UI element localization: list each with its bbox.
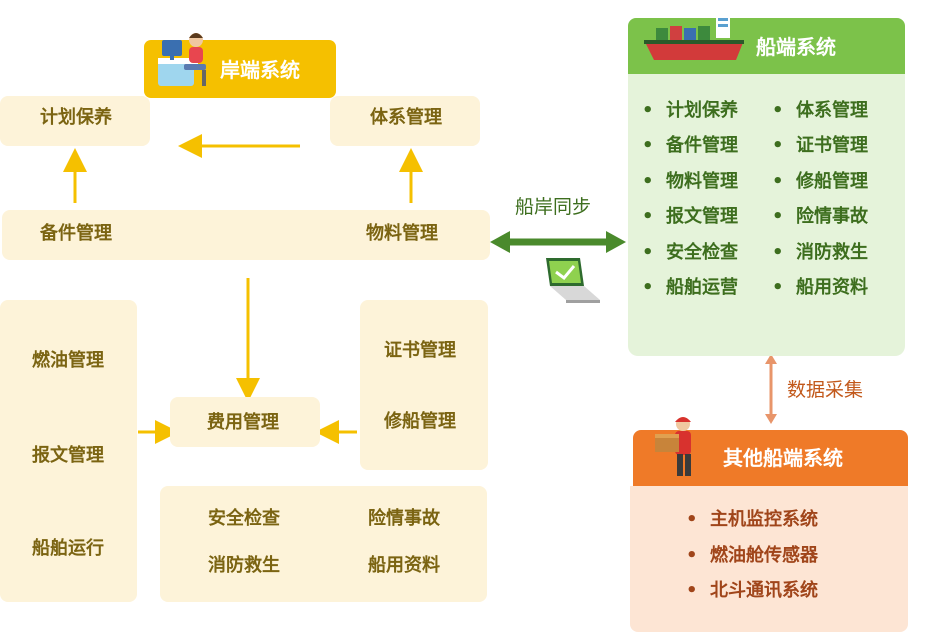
- sync-double-arrow: [490, 231, 626, 253]
- ship-item-right-4: • 险情事故: [772, 206, 869, 227]
- collect-double-arrow: [765, 354, 777, 424]
- ship-item-left-6: • 船舶运营: [642, 277, 739, 298]
- left-flow-box: 燃油管理 报文管理 船舶运行: [0, 300, 137, 602]
- fire-label: 消防救生: [208, 555, 280, 576]
- other-system-panel: • 主机监控系统 • 燃油舱传感器 • 北斗通讯系统: [630, 486, 908, 632]
- ship-system-header: 船端系统: [628, 16, 905, 74]
- spares-label: 备件管理: [40, 223, 112, 244]
- plan-label: 计划保养: [40, 107, 112, 128]
- laptop-icon: [540, 256, 602, 306]
- safety-group-box: 安全检查 险情事故 消防救生 船用资料: [160, 486, 487, 602]
- ship-item-left-5: • 安全检查: [642, 242, 739, 263]
- ship-item-right-3: • 修船管理: [772, 171, 869, 192]
- report-label: 报文管理: [32, 445, 104, 466]
- system-box: 体系管理: [330, 96, 480, 146]
- certificate-repair-box: 证书管理 修船管理: [360, 300, 488, 470]
- plan-box: 计划保养: [0, 96, 150, 146]
- cost-label: 费用管理: [207, 412, 279, 433]
- safety-label: 安全检查: [208, 508, 280, 529]
- shore-system-title: 岸端系统: [220, 58, 300, 82]
- ship-item-right-1: • 体系管理: [772, 100, 869, 121]
- container-ship-icon: [642, 12, 746, 66]
- collect-label: 数据采集: [787, 379, 864, 401]
- operation-label: 船舶运行: [32, 538, 104, 559]
- fuel-label: 燃油管理: [32, 350, 104, 371]
- ship-system-title: 船端系统: [756, 35, 836, 59]
- accident-label: 险情事故: [368, 508, 440, 529]
- office-worker-icon: [154, 28, 214, 92]
- ship-system-panel: • 计划保养 • 备件管理 • 物料管理 • 报文管理 • 安全检查 • 船舶运…: [628, 74, 905, 356]
- info-label: 船用资料: [368, 555, 440, 576]
- cost-box: 费用管理: [170, 397, 320, 447]
- repair-label: 修船管理: [384, 411, 456, 432]
- shore-system-header: 岸端系统: [144, 33, 336, 98]
- ship-item-left-3: • 物料管理: [642, 171, 739, 192]
- certificate-label: 证书管理: [384, 340, 456, 361]
- ship-item-left-1: • 计划保养: [642, 100, 739, 121]
- other-item-2: • 燃油舱传感器: [686, 545, 819, 566]
- ship-item-right-2: • 证书管理: [772, 135, 869, 156]
- ship-item-left-2: • 备件管理: [642, 135, 739, 156]
- other-item-1: • 主机监控系统: [686, 509, 819, 530]
- other-system-title: 其他船端系统: [723, 446, 843, 470]
- delivery-worker-icon: [651, 414, 705, 480]
- ship-item-left-4: • 报文管理: [642, 206, 739, 227]
- spares-materials-bar: 备件管理 物料管理: [2, 210, 490, 260]
- sync-label: 船岸同步: [515, 196, 592, 218]
- system-label: 体系管理: [370, 107, 442, 128]
- other-system-header: 其他船端系统: [633, 417, 908, 486]
- ship-item-right-5: • 消防救生: [772, 242, 869, 263]
- other-item-3: • 北斗通讯系统: [686, 580, 819, 601]
- materials-label: 物料管理: [366, 223, 438, 244]
- ship-item-right-6: • 船用资料: [772, 277, 869, 298]
